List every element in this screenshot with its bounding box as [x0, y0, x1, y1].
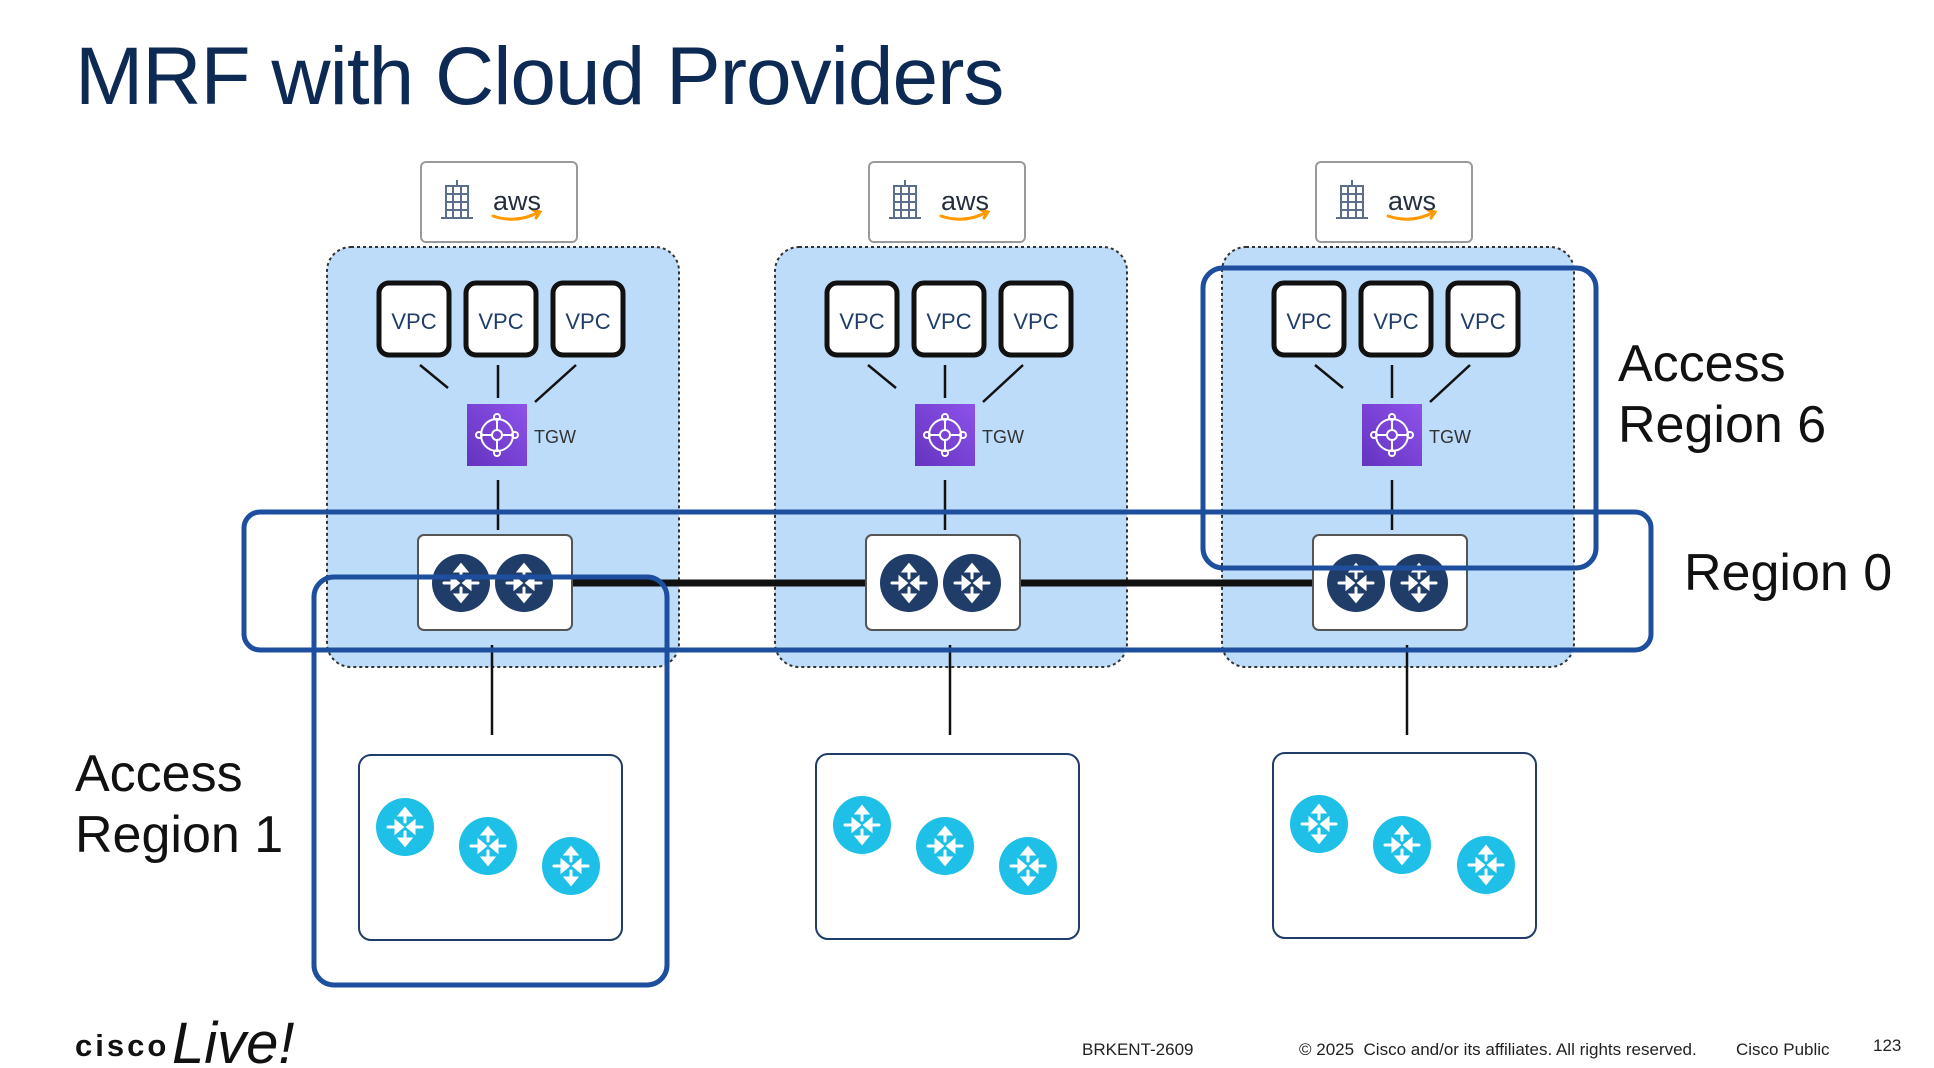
tgw-2: TGW — [914, 403, 1024, 467]
tgw-1: TGW — [466, 403, 576, 467]
tgw-label: TGW — [982, 427, 1024, 447]
aws-badge-2: aws — [867, 160, 1027, 244]
aws-logo-text: aws — [941, 186, 989, 216]
border-routers-1 — [417, 534, 573, 631]
aws-logo-text: aws — [1388, 186, 1436, 216]
page-title: MRF with Cloud Providers — [75, 31, 1004, 122]
access-region-6-line2: Region 6 — [1618, 396, 1827, 454]
router-light-icon — [1373, 816, 1431, 874]
access-region-1-line1: Access — [75, 745, 243, 803]
vpc-1-1: VPC — [379, 283, 449, 355]
access-region-6-line1: Access — [1618, 335, 1786, 393]
access-region-1-line2: Region 1 — [75, 806, 284, 864]
border-routers-3 — [1312, 534, 1468, 631]
router-dark-icon — [1327, 554, 1385, 612]
router-dark-icon — [495, 554, 553, 612]
vpc-1-2: VPC — [466, 283, 536, 355]
vpc-1-3: VPC — [553, 283, 623, 355]
vpc-2-2: VPC — [914, 283, 984, 355]
vpc-label: VPC — [565, 309, 610, 334]
access-region-6-outline — [1200, 265, 1599, 571]
vpc-2-1: VPC — [827, 283, 897, 355]
vpc-label: VPC — [1013, 309, 1058, 334]
access-site-1 — [358, 754, 623, 941]
access-site-3 — [1272, 752, 1537, 939]
vpc-3-1: VPC — [1274, 283, 1344, 355]
tgw-label: TGW — [1429, 427, 1471, 447]
access-site-2 — [815, 753, 1080, 940]
cisco-wordmark: cisco — [75, 1028, 169, 1063]
vpc-2-3: VPC — [1001, 283, 1071, 355]
router-light-icon — [999, 837, 1057, 895]
router-light-icon — [542, 837, 600, 895]
router-light-icon — [1457, 836, 1515, 894]
session-code: BRKENT-2609 — [1082, 1040, 1194, 1059]
region-0-outline — [241, 509, 1654, 653]
router-light-icon — [1290, 795, 1348, 853]
border-routers-2 — [865, 534, 1021, 631]
vpc-3-2: VPC — [1361, 283, 1431, 355]
access-region-6-label: Access Region 6 — [1618, 334, 1826, 456]
page-number: 123 — [1873, 1036, 1902, 1055]
classification-label: Cisco Public — [1736, 1040, 1830, 1059]
router-dark-icon — [432, 554, 490, 612]
router-light-icon — [459, 817, 517, 875]
vpc-3-3: VPC — [1448, 283, 1518, 355]
access-region-1-outline — [311, 574, 670, 988]
region-0-label: Region 0 — [1684, 544, 1893, 602]
copyright-notice: © 2025 Cisco and/or its affiliates. All … — [1299, 1040, 1697, 1059]
vpc-label: VPC — [926, 309, 971, 334]
vpc-label: VPC — [1373, 309, 1418, 334]
router-light-icon — [916, 817, 974, 875]
vpc-label: VPC — [478, 309, 523, 334]
router-dark-icon — [1390, 554, 1448, 612]
router-dark-icon — [880, 554, 938, 612]
vpc-label: VPC — [1460, 309, 1505, 334]
vpc-label: VPC — [391, 309, 436, 334]
tgw-label: TGW — [534, 427, 576, 447]
cisco-live-logo: cisco Live! — [75, 1011, 295, 1068]
vpc-label: VPC — [839, 309, 884, 334]
aws-logo-text: aws — [493, 186, 541, 216]
vpc-connectors — [419, 364, 1471, 735]
aws-badge-1: aws — [419, 160, 579, 244]
router-dark-icon — [943, 554, 1001, 612]
aws-badge-3: aws — [1314, 160, 1474, 244]
live-wordmark: Live! — [172, 1011, 295, 1068]
access-region-1-label: Access Region 1 — [75, 744, 283, 866]
vpc-label: VPC — [1286, 309, 1331, 334]
tgw-3: TGW — [1361, 403, 1471, 467]
router-light-icon — [376, 798, 434, 856]
router-light-icon — [833, 796, 891, 854]
